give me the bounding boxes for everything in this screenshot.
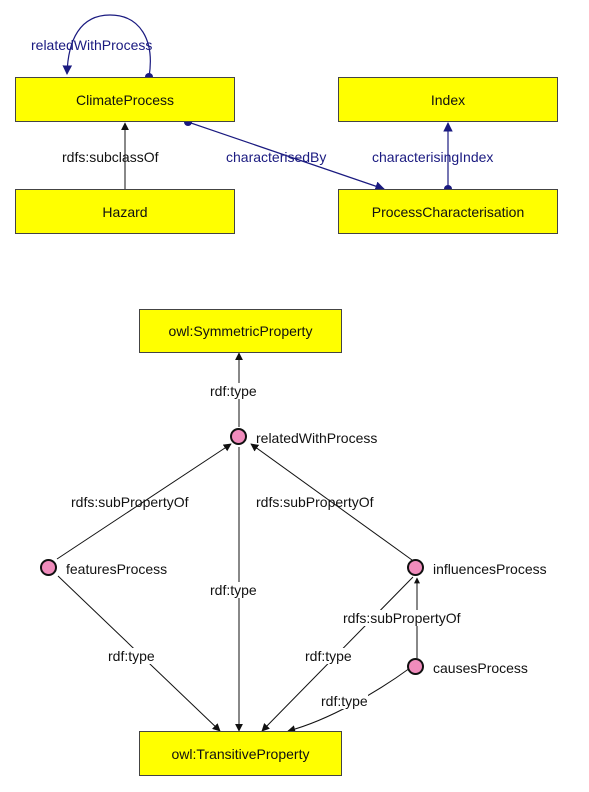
label-characterising-index: characterisingIndex (372, 149, 494, 165)
label-rdf-type-top: rdf:type (210, 383, 257, 399)
node-label-related-with-process: relatedWithProcess (256, 430, 378, 446)
class-index[interactable]: Index (338, 77, 558, 122)
label-rdf-type-center: rdf:type (210, 582, 257, 598)
class-process-characterisation[interactable]: ProcessCharacterisation (338, 189, 558, 234)
class-owl-symmetric-property[interactable]: owl:SymmetricProperty (139, 309, 342, 353)
node-label-causes-process: causesProcess (433, 660, 528, 676)
label-sub-property-right: rdfs:subPropertyOf (256, 494, 374, 510)
class-climate-process[interactable]: ClimateProcess (15, 77, 235, 122)
label-rdf-type-causes: rdf:type (321, 693, 368, 709)
class-owl-transitive-property[interactable]: owl:TransitiveProperty (139, 731, 342, 776)
node-related-with-process[interactable] (230, 428, 247, 445)
node-label-influences-process: influencesProcess (433, 561, 547, 577)
label-rdf-type-right: rdf:type (305, 648, 352, 664)
node-influences-process[interactable] (407, 559, 424, 576)
label-sub-property-left: rdfs:subPropertyOf (71, 494, 189, 510)
label-subclass-of: rdfs:subclassOf (62, 149, 159, 165)
class-hazard[interactable]: Hazard (15, 189, 235, 234)
node-features-process[interactable] (40, 559, 57, 576)
edge-sub-property-left (56, 443, 232, 560)
edge-characterised-by (187, 121, 385, 191)
node-label-features-process: featuresProcess (66, 561, 168, 577)
label-sub-property-causes: rdfs:subPropertyOf (343, 610, 461, 626)
label-rdf-type-left: rdf:type (108, 648, 155, 664)
label-related-with-process: relatedWithProcess (31, 37, 153, 53)
edge-sub-property-right (250, 443, 413, 561)
edge-related-with-process-loop (62, 14, 151, 78)
node-causes-process[interactable] (407, 658, 424, 675)
label-characterised-by: characterisedBy (226, 149, 327, 165)
